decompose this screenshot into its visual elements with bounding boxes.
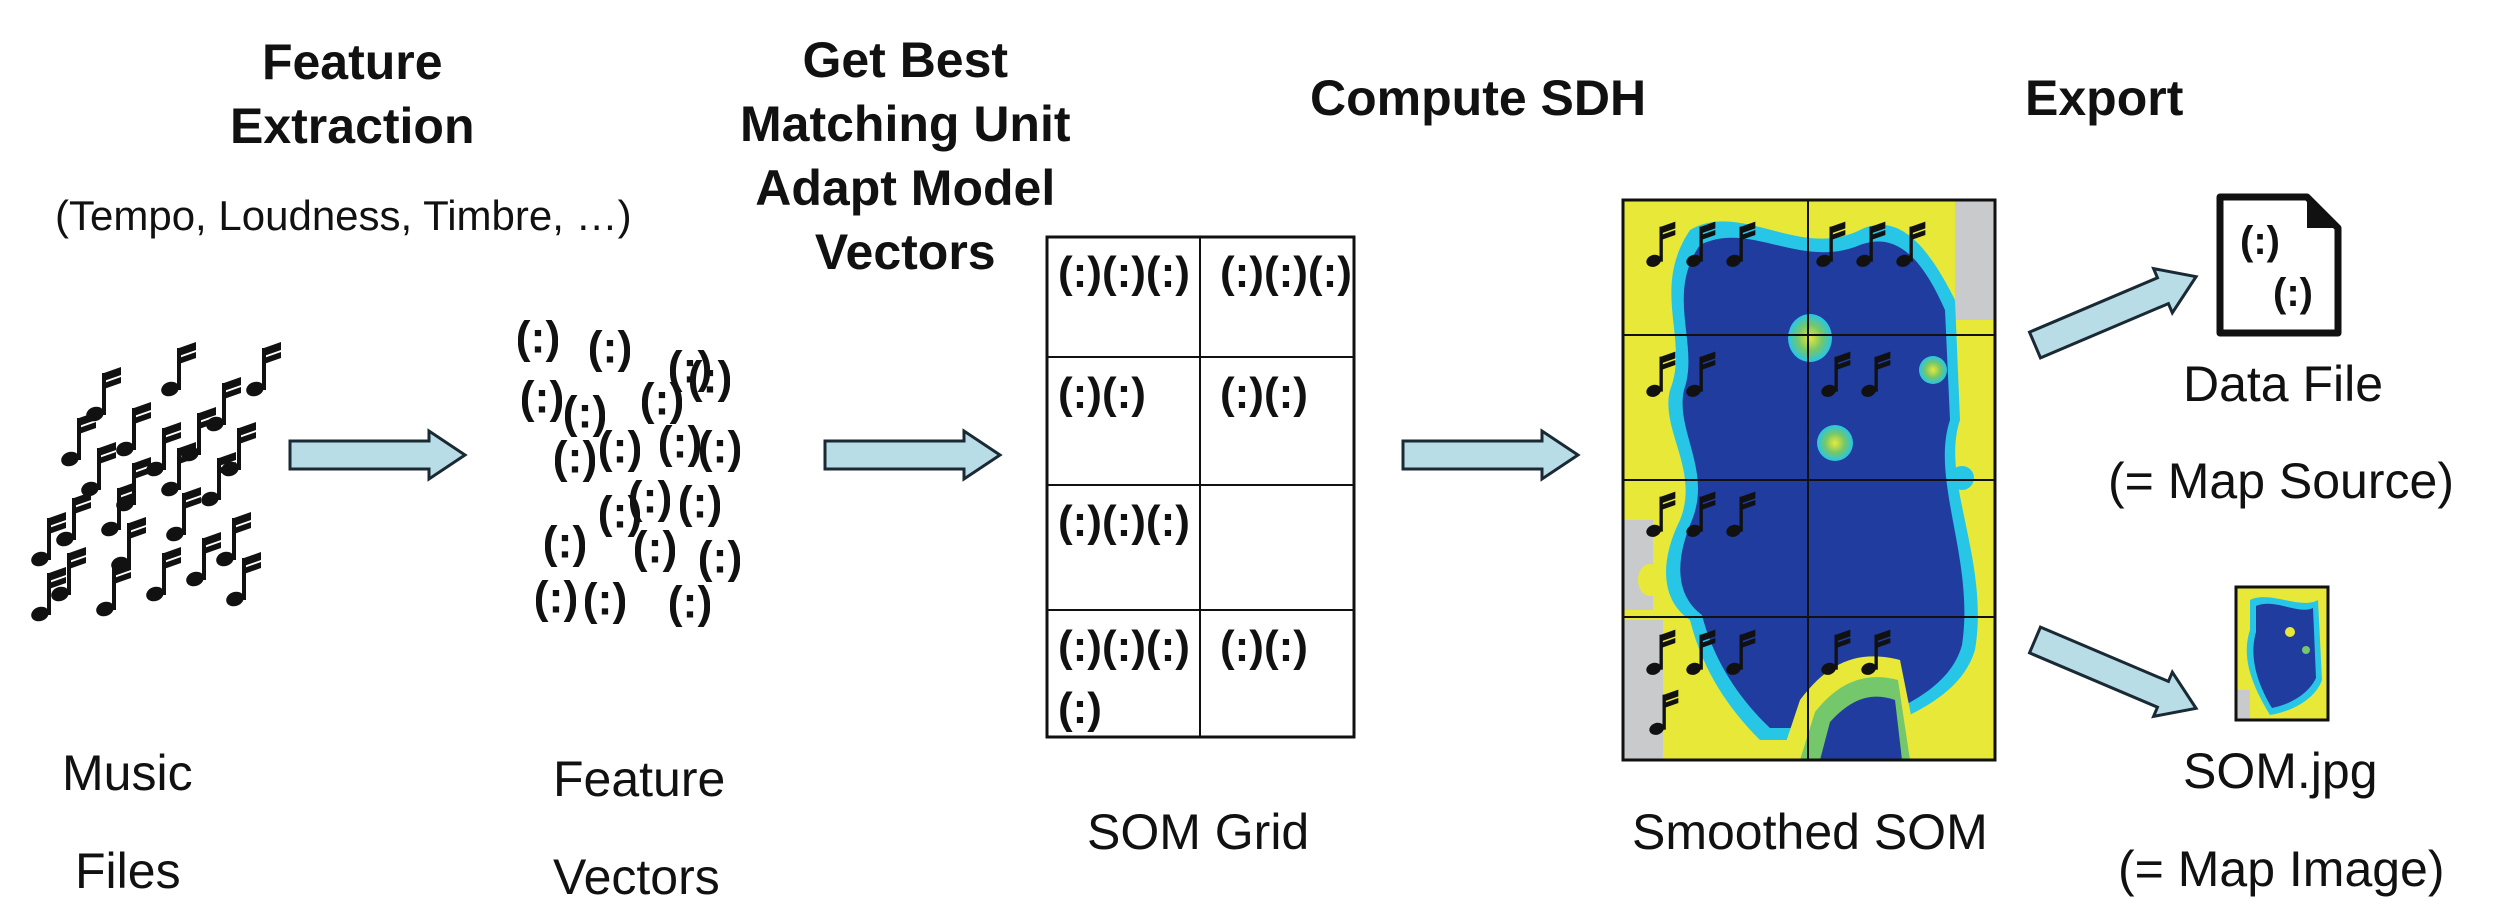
feature-vector-icon [522,372,562,423]
feature-vector-icon [700,532,740,583]
grid-cell-r2c1: (:)(:) [1058,369,1146,418]
arrow-to-som-grid [823,428,1003,482]
music-notes-cluster [30,342,281,624]
music-note-icon [145,547,181,604]
feature-extraction-line2: Extraction [230,98,475,154]
music-label-line1: Music [62,745,193,801]
feature-vector-icon [518,312,558,363]
feature-vectors-cluster [518,312,740,628]
music-note-icon [185,532,221,589]
data-file-icon [2216,193,2342,337]
arrow-to-smoothed-som [1401,428,1581,482]
som-jpg-thumbnail [2234,585,2330,722]
arrow-to-som-jpg [2027,625,2199,719]
grid-cell-r1c2: (:)(:)(:) [1220,248,1352,297]
grid-cell-r2c2: (:)(:) [1220,369,1308,418]
export-heading: Export [2025,70,2184,126]
arrow-to-data-file [2027,266,2199,360]
feature-label-line2: Vectors [553,849,720,905]
music-note-icon [60,412,96,469]
feature-vector-icon [585,574,625,625]
bmu-heading: Get Best Matching Unit Adapt Model Vecto… [740,28,1071,284]
music-note-icon [180,407,216,464]
flow-arrows [288,266,2199,719]
smoothed-som-label: Smoothed SOM [1632,804,1988,860]
music-note-icon [80,442,116,499]
grid-cell-r3c1: (:)(:)(:) [1058,497,1190,546]
data-file-vector-1: (:) [2240,219,2280,263]
grid-cell-r1c1: (:)(:)(:) [1058,248,1190,297]
music-label-line2: Files [75,843,181,899]
map-image-label: (= Map Image) [2118,841,2445,897]
feature-vector-icon [630,472,670,523]
feature-vector-icon [660,417,700,468]
arrow-to-feature-vectors [288,428,468,482]
feature-vector-icon [555,432,595,483]
feature-vector-icon [590,322,630,373]
music-note-icon [95,562,131,619]
data-file-vector-2: (:) [2273,271,2313,315]
grid-cell-r4c2: (:)(:) [1220,622,1308,671]
bmu-line2: Matching Unit [740,96,1071,152]
feature-extraction-line1: Feature [261,34,443,90]
feature-vector-icon [690,352,730,403]
feature-vector-icon [670,577,710,628]
som-grid-label: SOM Grid [1087,804,1310,860]
compute-sdh-heading: Compute SDH [1310,70,1647,126]
feature-vector-icon [545,517,585,568]
bmu-line3: Adapt Model [755,160,1056,216]
smoothed-som-map [1621,198,1997,762]
feature-vector-icon [536,572,576,623]
data-file-label: Data File [2183,356,2384,412]
music-note-icon [160,342,196,399]
feature-extraction-heading: Feature Extraction [230,30,475,158]
music-note-icon [245,342,281,399]
grid-cell-r4c1: (:)(:)(:) (:) [1058,622,1190,733]
map-source-label: (= Map Source) [2108,453,2454,509]
som-grid [1045,235,1356,739]
feature-label-line1: Feature [553,751,726,807]
feature-vector-icon [700,422,740,473]
feature-vector-icon [600,422,640,473]
som-jpg-label: SOM.jpg [2183,743,2378,799]
feature-vector-icon [635,522,675,573]
bmu-line1: Get Best [802,32,1009,88]
music-note-icon [115,402,151,459]
feature-vector-icon [680,477,720,528]
music-note-icon [200,452,236,509]
feature-extraction-subtitle: (Tempo, Loudness, Timbre, …) [55,192,632,239]
bmu-line4: Vectors [814,224,996,280]
